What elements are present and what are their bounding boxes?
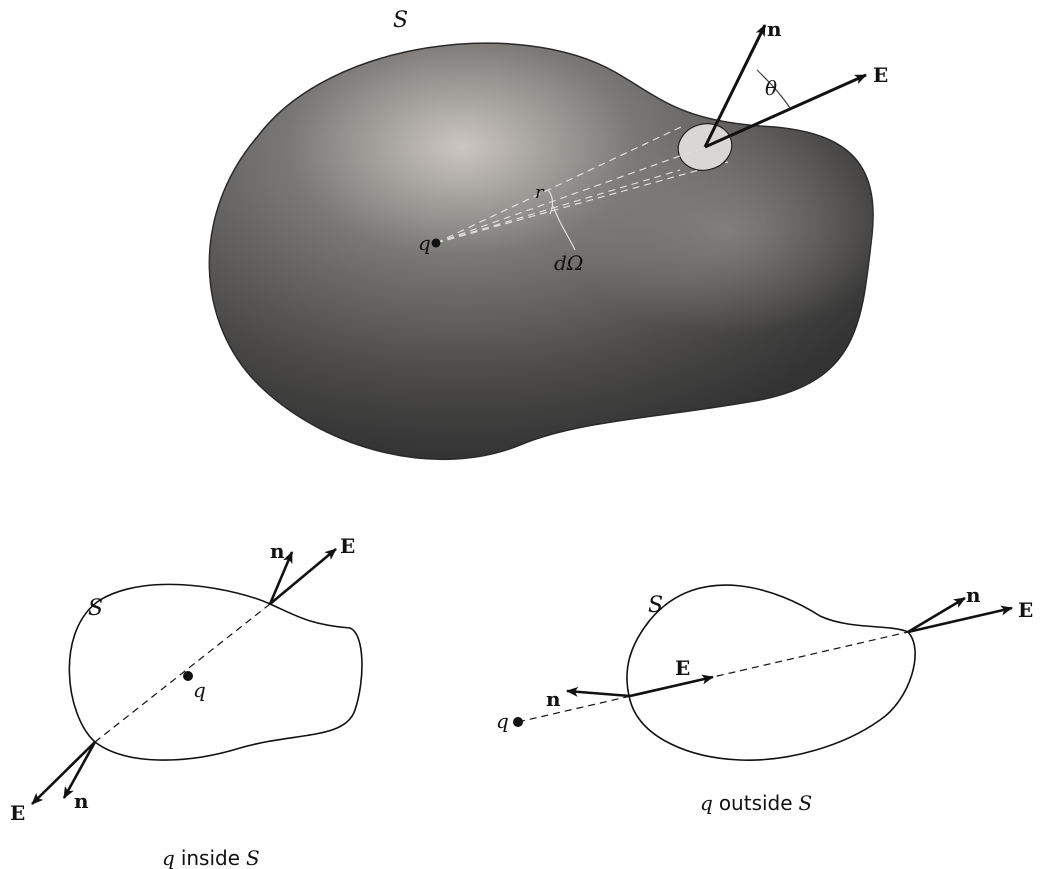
inside-lower-field [31,741,96,805]
inside-upper-normal [268,551,294,605]
inside-upper-field-label: E [340,534,355,558]
outside-entry-normal [566,686,631,698]
outside-exit-normal-label: n [966,583,981,607]
inside-upper-normal-label: n [270,539,285,563]
outside-entry-normal-label: n [546,687,561,711]
field-vector [704,73,867,149]
outside-dashed-line [517,631,909,723]
main-figure: q r dΩ n E θ S [208,8,888,461]
inside-lower-field-label: E [10,801,25,825]
outside-exit-normal [907,596,966,634]
distance-label: r [535,182,545,203]
solid-angle-arc [547,189,554,215]
outside-charge-label: q [496,709,509,733]
normal-label: n [767,17,782,41]
inside-lower-normal-label: n [74,789,89,813]
charge-dot [431,238,441,248]
inside-lower-normal [62,741,97,799]
solid-angle-cone [435,125,729,244]
outside-surface-label: S [648,593,663,618]
charge-label: q [418,231,431,255]
outside-entry-field-label: E [675,656,690,680]
inside-surface [68,583,363,761]
outside-entry-field [629,674,714,698]
angle-arc [756,69,791,109]
angle-label: θ [765,76,777,100]
solid-angle-pointer [552,205,576,251]
normal-vector [703,24,767,148]
inside-charge-dot [183,671,193,681]
inside-upper-field [269,548,337,605]
surface-label: S [393,8,408,33]
inside-dashed-line [94,603,271,743]
outside-exit-field [907,605,1013,634]
inside-surface-label: S [88,596,103,621]
outside-exit-field-label: E [1018,598,1033,622]
outside-surface [626,584,916,761]
outside-charge-dot [513,717,523,727]
solid-angle-label: dΩ [554,251,583,275]
field-label: E [873,63,888,87]
inside-charge-label: q [193,678,206,702]
